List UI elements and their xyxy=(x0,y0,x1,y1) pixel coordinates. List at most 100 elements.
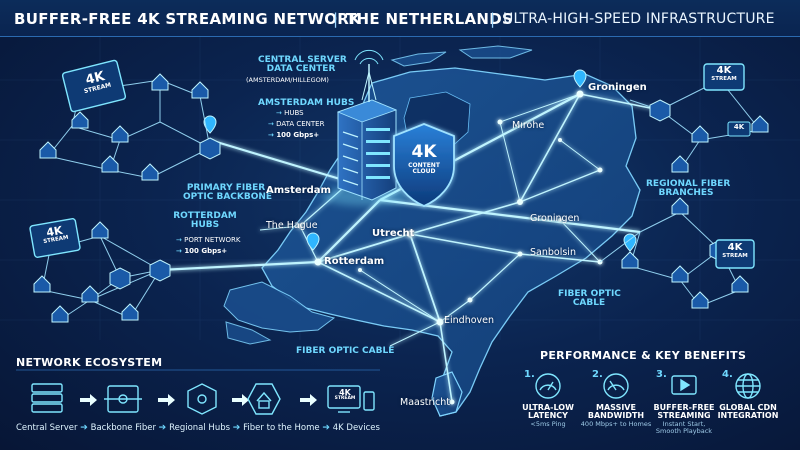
location-pins xyxy=(203,69,637,252)
house-icon xyxy=(191,81,209,99)
node xyxy=(314,258,322,266)
house-icon xyxy=(111,125,129,143)
globe-icon xyxy=(735,373,761,399)
rotterdam-hubs-title: ROTTERDAM HUBS xyxy=(173,211,237,231)
hub-hexagon-icon xyxy=(199,137,221,160)
fiber-link xyxy=(317,199,381,263)
4k-device-icon xyxy=(327,385,375,413)
fiber-link xyxy=(409,233,521,255)
stream-tile-icon xyxy=(703,63,745,91)
fiber-link xyxy=(439,321,453,403)
house-icon xyxy=(51,305,69,323)
arrow-right-icon xyxy=(158,394,175,406)
stream-tile-label: 4K STREAM xyxy=(711,65,737,82)
house-icon xyxy=(39,141,57,159)
amsterdam-hubs-item: → 100 Gbps+ xyxy=(268,131,320,139)
city-sanboisn: Sanbolsin xyxy=(530,247,576,258)
amsterdam-hubs-title: AMSTERDAM HUBS xyxy=(258,98,355,108)
regional-branches-label: REGIONAL FIBER BRANCHES xyxy=(646,179,731,199)
bandwidth-gauge-icon xyxy=(603,373,629,399)
house-icon xyxy=(621,251,639,269)
zeeland-islands-2 xyxy=(225,321,272,345)
backbone-fiber-icon xyxy=(104,385,142,413)
city-rotterdam: Rotterdam xyxy=(324,256,385,267)
city-groningen-mid: Groningen xyxy=(530,213,580,224)
hub-hexagon-icon xyxy=(149,259,171,282)
node xyxy=(558,138,562,142)
shield-label: 4K CONTENT CLOUD xyxy=(408,142,440,176)
house-icon xyxy=(101,155,119,173)
arrow-right-icon xyxy=(300,394,317,406)
central-server-label: CENTRAL SERVER DATA CENTER xyxy=(258,55,347,75)
hub-hexagon-icon xyxy=(649,99,671,122)
node xyxy=(517,199,523,205)
zeeland-islands xyxy=(223,281,336,333)
central-server-icon xyxy=(321,49,409,206)
amsterdam-hubs-item: → DATA CENTER xyxy=(268,120,325,128)
city-amsterdam: Amsterdam xyxy=(266,185,331,196)
pin-icon xyxy=(623,233,637,252)
pin-icon xyxy=(573,69,587,88)
content-cloud-shield-icon xyxy=(393,123,455,207)
benefit-icons xyxy=(535,373,761,399)
node xyxy=(517,251,523,257)
fiber-link xyxy=(499,93,581,123)
home-icon xyxy=(247,383,281,415)
pin-icon xyxy=(203,115,217,134)
fiber-link xyxy=(409,233,441,323)
arrow-right-icon xyxy=(232,394,249,406)
fiber-optic-cable-label-right: FIBER OPTIC CABLE xyxy=(558,289,621,309)
fiber-link xyxy=(409,201,521,235)
title-separator: | xyxy=(333,10,339,28)
house-icon xyxy=(731,275,749,293)
benefit-number: 3. xyxy=(656,369,667,380)
play-screen-icon xyxy=(671,375,697,395)
ecosystem-step: 4K Devices xyxy=(332,423,380,433)
wadden-islands xyxy=(390,51,447,67)
hub-hexagon-icon xyxy=(109,267,131,290)
ecosystem-row xyxy=(16,369,380,415)
node xyxy=(597,167,603,173)
ecosystem-heading: NETWORK ECOSYSTEM xyxy=(16,356,163,369)
fiber-link xyxy=(519,93,581,203)
city-groningen-top: Groningen xyxy=(588,82,647,93)
fiber-link xyxy=(317,233,411,263)
benefit-item-streaming: BUFFER-FREE STREAMING Instant Start, Smo… xyxy=(653,403,715,435)
house-icon xyxy=(33,275,51,293)
latency-gauge-icon xyxy=(535,373,561,399)
benefit-item-bandwidth: MASSIVE BANDWIDTH 400 Mbps+ to Homes xyxy=(580,403,652,428)
ecosystem-step: Fiber to the Home xyxy=(243,423,320,433)
benefit-number: 1. xyxy=(524,369,535,380)
regional-hub-icon xyxy=(187,383,217,415)
arrow-right-icon: ➔ xyxy=(232,423,244,433)
benefit-item-latency: ULTRA-LOW LATENCY <5ms Ping xyxy=(522,403,574,428)
rotterdam-hubs-item: → PORT NETWORK xyxy=(176,236,241,244)
node xyxy=(576,90,584,98)
ecosystem-step: Regional Hubs xyxy=(169,423,231,433)
ecosystem-device-label: 4K STREAM xyxy=(334,388,356,402)
fiber-link xyxy=(559,139,601,171)
fiber-link xyxy=(519,253,601,263)
city-maastricht: Maastricht xyxy=(400,397,451,408)
house-icon xyxy=(81,285,99,303)
house-icon xyxy=(751,115,769,133)
central-server-location: (AMSTERDAM/HILLEGOM) xyxy=(246,76,329,84)
stream-tile-icon xyxy=(29,218,81,258)
server-stack-icon xyxy=(31,383,63,413)
fiber-link xyxy=(259,225,301,231)
fiber-link xyxy=(579,93,661,111)
city-the-hague: The Hague xyxy=(266,220,318,231)
house-icon xyxy=(151,73,169,91)
stream-tile-icon xyxy=(715,239,755,269)
node xyxy=(436,318,444,326)
title-separator-2: | xyxy=(490,10,496,28)
amsterdam-hubs-item: → HUBS xyxy=(276,109,304,117)
arrow-right-icon: ➔ xyxy=(322,423,333,433)
node xyxy=(406,230,414,238)
stream-tile-icon xyxy=(727,121,751,137)
node xyxy=(558,218,562,222)
benefits-heading: PERFORMANCE & KEY BENEFITS xyxy=(540,349,747,362)
fiber-link xyxy=(469,253,521,301)
title-country: THE NETHERLANDS xyxy=(346,10,514,28)
